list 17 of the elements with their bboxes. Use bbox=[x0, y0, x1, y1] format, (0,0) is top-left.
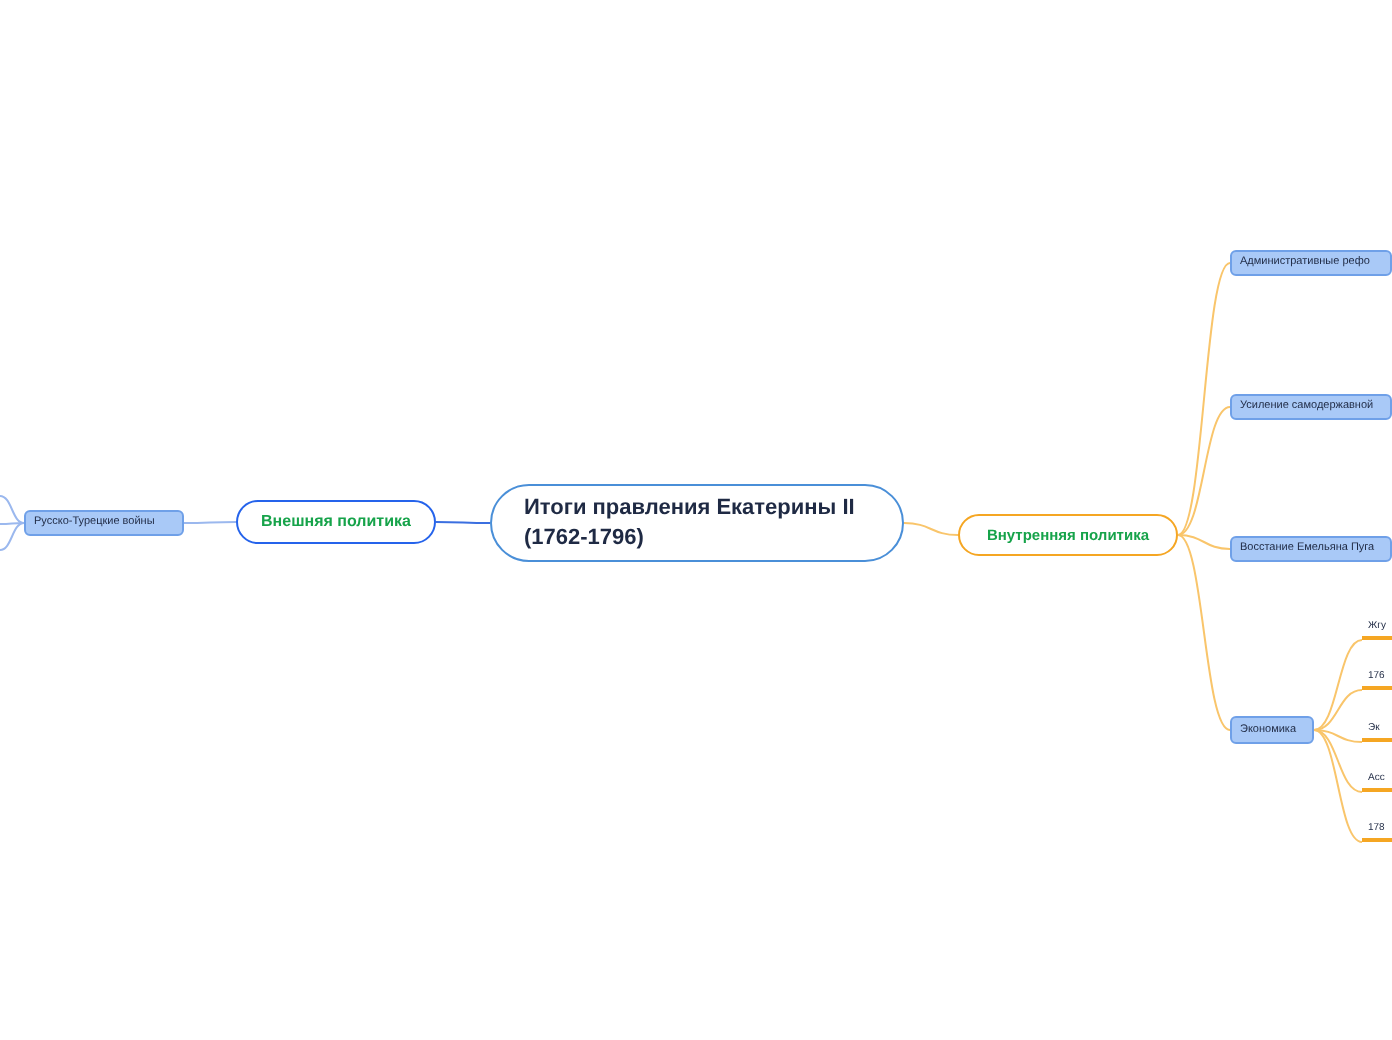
connector-line bbox=[903, 522, 959, 536]
connector-line bbox=[0, 495, 25, 524]
connector-line bbox=[1177, 406, 1231, 536]
connector-line bbox=[183, 521, 237, 524]
connector-line bbox=[1313, 729, 1363, 793]
topic-pill: Внешняя политика bbox=[236, 500, 436, 544]
connector-line bbox=[1313, 729, 1363, 843]
connector-line bbox=[0, 522, 25, 525]
connector-line bbox=[1313, 729, 1363, 743]
connector-line bbox=[435, 521, 491, 524]
connector-line bbox=[1177, 534, 1231, 550]
central-topic: Итоги правления Екатерины II (1762-1796) bbox=[490, 484, 904, 562]
connector-line bbox=[1177, 262, 1231, 536]
connector-line bbox=[0, 522, 25, 551]
connector-line bbox=[1177, 534, 1231, 731]
connector-line bbox=[1313, 639, 1363, 731]
connector-line bbox=[1313, 689, 1363, 731]
